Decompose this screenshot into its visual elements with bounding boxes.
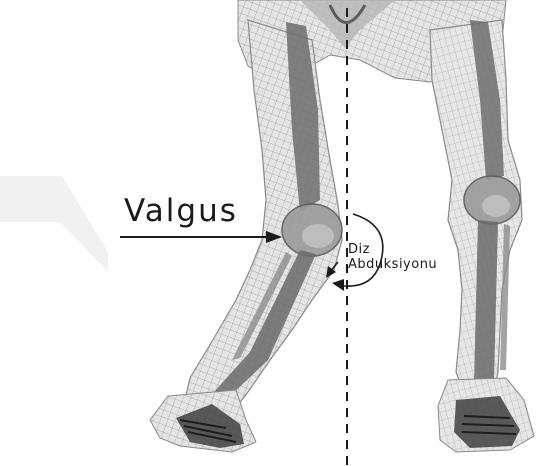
background-watermark xyxy=(0,176,108,272)
abduction-label-line2: Abduksiyonu xyxy=(348,258,437,271)
abduction-label-line1: Diz xyxy=(348,243,370,256)
valgus-label: Valgus xyxy=(124,196,238,227)
left-tibia xyxy=(474,220,498,384)
